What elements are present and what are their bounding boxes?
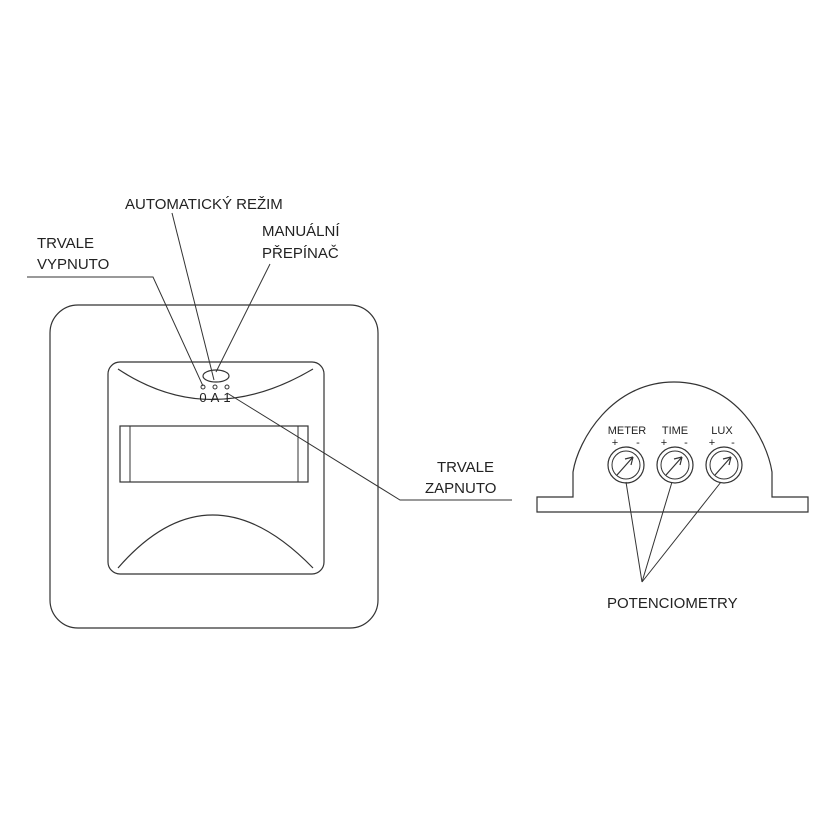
leader-pot-lux bbox=[641, 481, 722, 583]
pot-meter-plus: + bbox=[612, 437, 618, 449]
lens-window bbox=[119, 425, 309, 483]
module-housing bbox=[536, 381, 809, 513]
pot-lux-plus: + bbox=[709, 437, 715, 449]
label-manualni-2: PŘEPÍNAČ bbox=[262, 245, 339, 262]
leader-trvale-zapnuto bbox=[226, 392, 512, 501]
label-manualni-1: MANUÁLNÍ bbox=[262, 223, 340, 240]
potentiometer-module: METER TIME LUX + - + - + - bbox=[536, 381, 809, 513]
label-trvale-zapnuto-1: TRVALE bbox=[437, 459, 494, 476]
switch-position-1: 1 bbox=[223, 390, 230, 405]
arrow-icon bbox=[714, 456, 732, 476]
label-potenciometry: POTENCIOMETRY bbox=[607, 595, 738, 612]
switch-position-0: 0 bbox=[199, 390, 206, 405]
leader-manualni-prepinac bbox=[215, 263, 271, 373]
leader-trvale-vypnuto bbox=[27, 276, 204, 387]
pot-label-meter: METER bbox=[608, 425, 647, 437]
pot-knob-lux[interactable] bbox=[705, 446, 743, 484]
manual-switch-knob[interactable] bbox=[202, 369, 230, 383]
arrow-icon bbox=[665, 456, 683, 476]
leader-pot-meter bbox=[625, 481, 643, 583]
switch-position-a: A bbox=[211, 390, 220, 405]
outer-frame bbox=[49, 304, 379, 629]
label-trvale-vypnuto-2: VYPNUTO bbox=[37, 256, 109, 273]
pot-meter-minus: - bbox=[636, 437, 640, 449]
pot-label-time: TIME bbox=[662, 425, 688, 437]
arrow-icon bbox=[616, 456, 634, 476]
bottom-arch bbox=[117, 514, 314, 569]
pot-knob-meter[interactable] bbox=[607, 446, 645, 484]
switch-indicator-1 bbox=[224, 384, 230, 390]
leader-pot-time bbox=[641, 481, 673, 583]
wall-sensor: 0 A 1 bbox=[49, 304, 379, 629]
label-trvale-zapnuto-2: ZAPNUTO bbox=[425, 480, 496, 497]
top-dome bbox=[117, 368, 314, 400]
label-trvale-vypnuto-1: TRVALE bbox=[37, 235, 94, 252]
leader-automaticky-rezim bbox=[171, 212, 215, 381]
inner-housing bbox=[107, 361, 325, 575]
switch-indicator-a bbox=[212, 384, 218, 390]
pot-label-lux: LUX bbox=[711, 425, 733, 437]
pot-lux-minus: - bbox=[731, 437, 735, 449]
label-automaticky-rezim: AUTOMATICKÝ REŽIM bbox=[125, 196, 283, 213]
pot-time-plus: + bbox=[661, 437, 667, 449]
pot-time-minus: - bbox=[684, 437, 688, 449]
pot-knob-time[interactable] bbox=[656, 446, 694, 484]
